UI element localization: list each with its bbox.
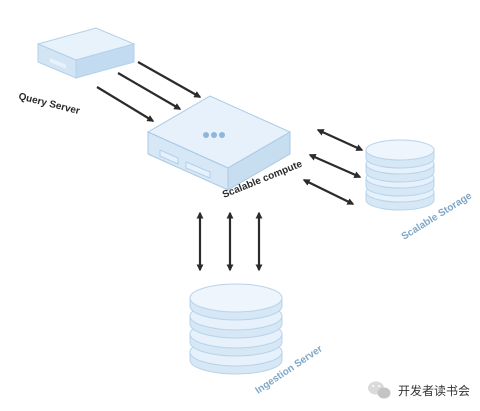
compute-ingestion-arrows [196,211,263,272]
storage-arrow-3 [302,179,355,205]
query-arrow-1 [137,61,202,98]
compute-storage-arrows [302,128,364,205]
watermark: 开发者读书会 [368,381,470,399]
scalable-storage-node [365,139,435,211]
storage-arrow-1 [316,128,364,152]
ingestion-server-node [189,283,283,375]
query-arrow-2 [117,72,182,110]
query-server-node [36,27,136,79]
wechat-icon [368,381,391,399]
query-to-compute-arrows [96,61,202,122]
query-server-label: Query Server [17,91,81,117]
storage-arrow-2 [308,153,362,179]
compute-dot-3 [219,132,225,138]
compute-dot-1 [203,132,209,138]
compute-dot-2 [211,132,217,138]
query-arrow-3 [96,86,155,122]
watermark-text: 开发者读书会 [398,383,470,398]
scalable-compute-node [146,95,292,191]
